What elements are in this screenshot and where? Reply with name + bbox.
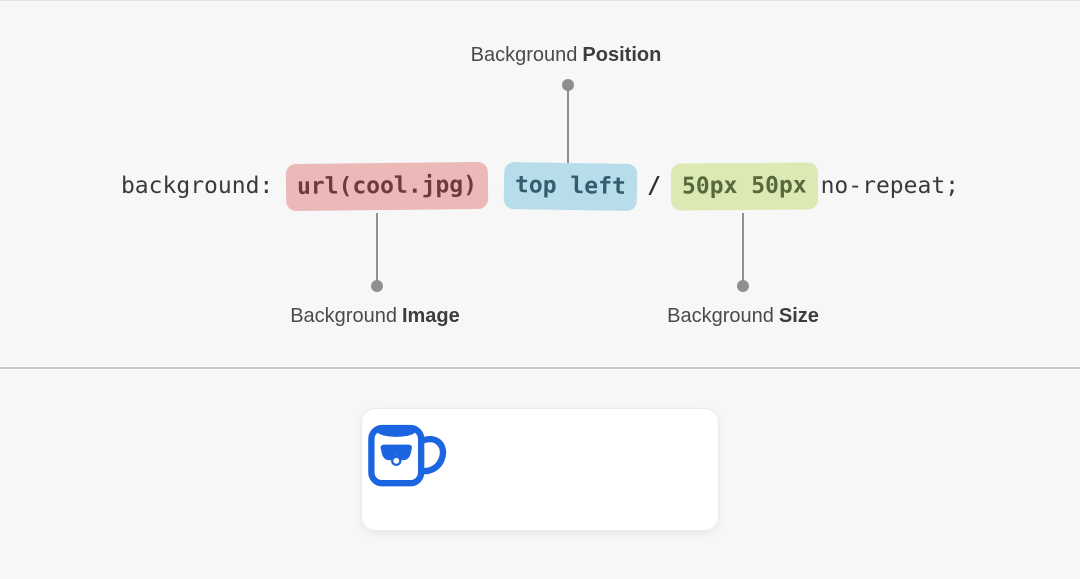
cool-mug-icon [368, 424, 447, 487]
callout-emphasis: Size [778, 305, 819, 327]
section-divider [0, 367, 1080, 369]
connector-dot-image [371, 280, 383, 292]
code-background-image-highlight: url(cool.jpg) [286, 161, 489, 211]
code-background-size-highlight: 50px 50px [670, 161, 818, 211]
callout-emphasis: Image [401, 305, 460, 327]
connector-line-image [376, 213, 378, 281]
connector-dot-position [562, 79, 574, 91]
callout-prefix: Background [667, 305, 774, 327]
code-slash-separator: / [647, 172, 661, 199]
connector-line-position [567, 89, 569, 164]
connector-dot-size [737, 280, 749, 292]
callout-prefix: Background [290, 305, 397, 327]
code-property: background: [120, 172, 274, 199]
callout-prefix: Background [470, 44, 578, 66]
demo-preview-card [361, 408, 719, 531]
connector-line-size [742, 213, 744, 281]
code-background-position-highlight: top left [503, 161, 638, 211]
code-repeat-value: no-repeat; [820, 172, 960, 199]
css-code-line: background: url(cool.jpg) top left / 50p… [0, 159, 1080, 213]
callout-emphasis: Position [582, 44, 662, 66]
